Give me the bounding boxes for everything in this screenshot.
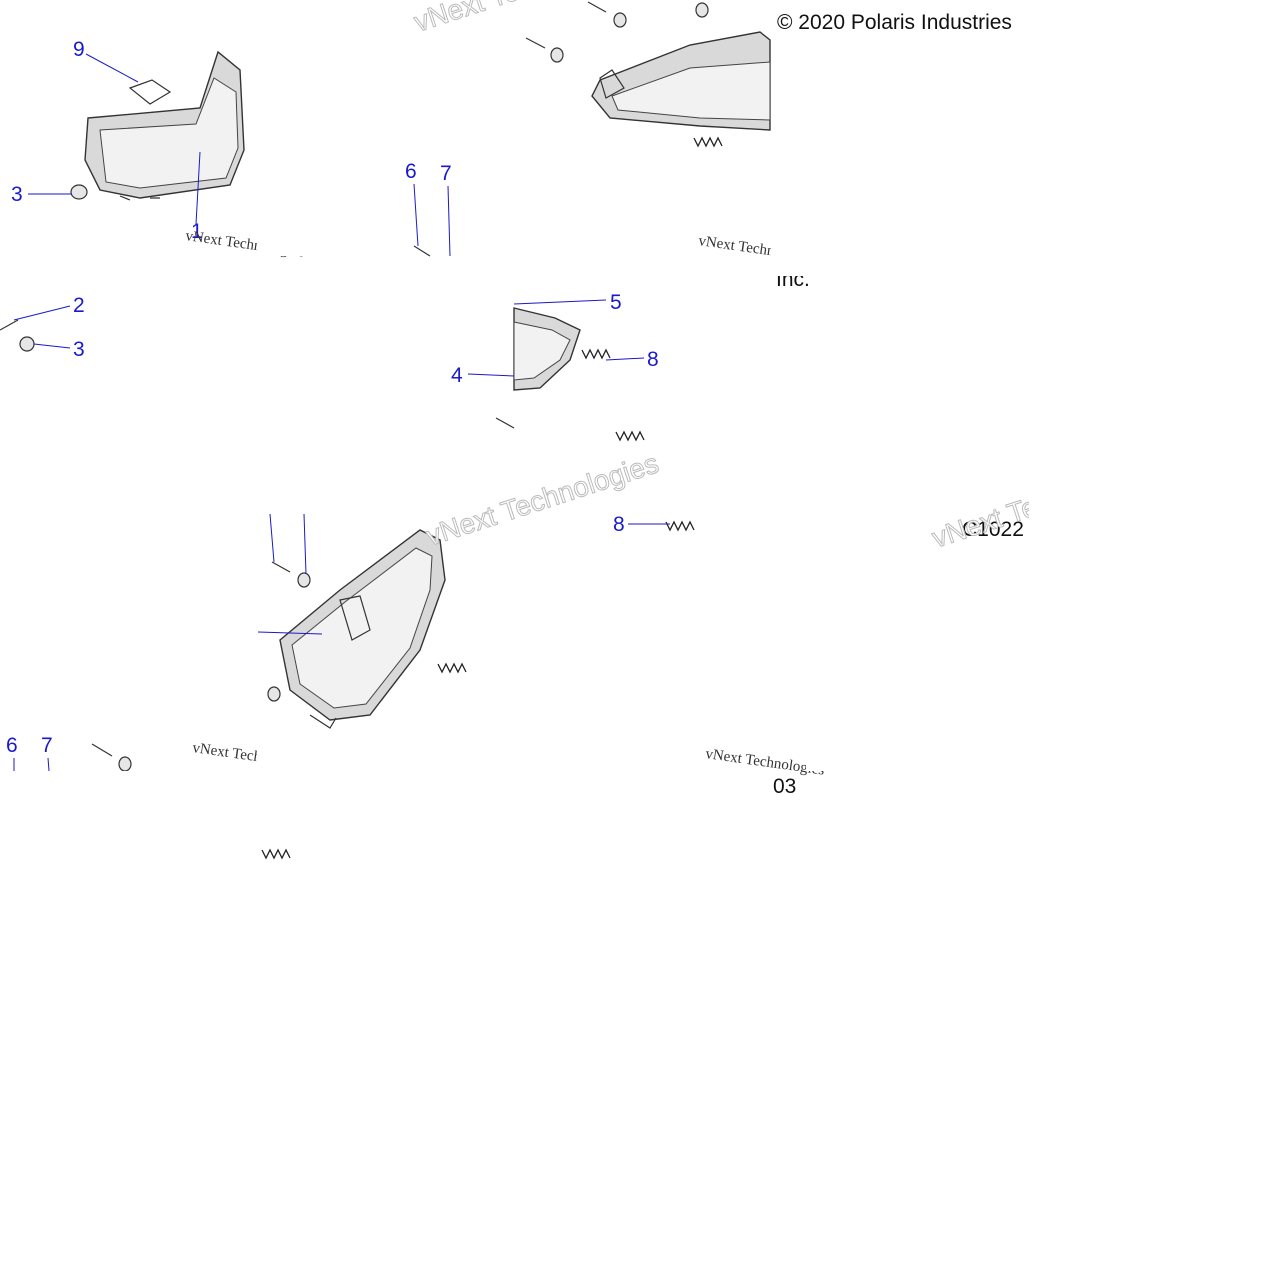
washer-2 [695, 2, 709, 18]
leader-lines [13, 53, 670, 772]
o-rings [19, 2, 709, 772]
callout-9: 9 [73, 38, 85, 61]
callout-1: 1 [191, 220, 203, 243]
spring-5 [437, 662, 467, 674]
bolt-2 [587, 1, 607, 13]
callouts: 9 3 1 6 7 2 3 4 5 8 8 6 7 [6, 38, 659, 757]
washer-1 [613, 12, 627, 28]
stray-tile-content [0, 245, 695, 860]
bolt-4 [271, 561, 291, 573]
drawing-code-fragment: 03 [773, 775, 796, 798]
callout-6-lower: 6 [6, 734, 18, 757]
o-ring-1 [70, 184, 88, 200]
headlight-housing-upper [84, 50, 245, 201]
callout-4: 4 [451, 364, 463, 387]
copyright-text: © 2020 Polaris Industries [777, 11, 1012, 34]
washer-4 [297, 572, 311, 588]
drawing-code: C1022 [962, 518, 1024, 541]
callout-8-lower: 8 [613, 513, 625, 536]
callout-7-upper: 7 [440, 162, 452, 185]
washer-6 [118, 756, 132, 772]
washer-5 [267, 686, 281, 702]
callout-6-upper: 6 [405, 160, 417, 183]
bolt-3 [525, 37, 546, 49]
callout-3-lower: 3 [73, 338, 85, 361]
callout-7-lower: 7 [41, 734, 53, 757]
headlight-housing-lower [279, 529, 446, 729]
callout-2: 2 [73, 294, 85, 317]
washer-3 [550, 47, 564, 63]
callout-8-upper: 8 [647, 348, 659, 371]
callout-3-upper: 3 [11, 183, 23, 206]
watermark-clip-masks [257, 0, 1285, 1285]
bolt-5 [91, 743, 113, 757]
spring-1 [693, 136, 723, 148]
callout-5: 5 [610, 291, 622, 314]
headlight-housing-right [591, 31, 771, 131]
